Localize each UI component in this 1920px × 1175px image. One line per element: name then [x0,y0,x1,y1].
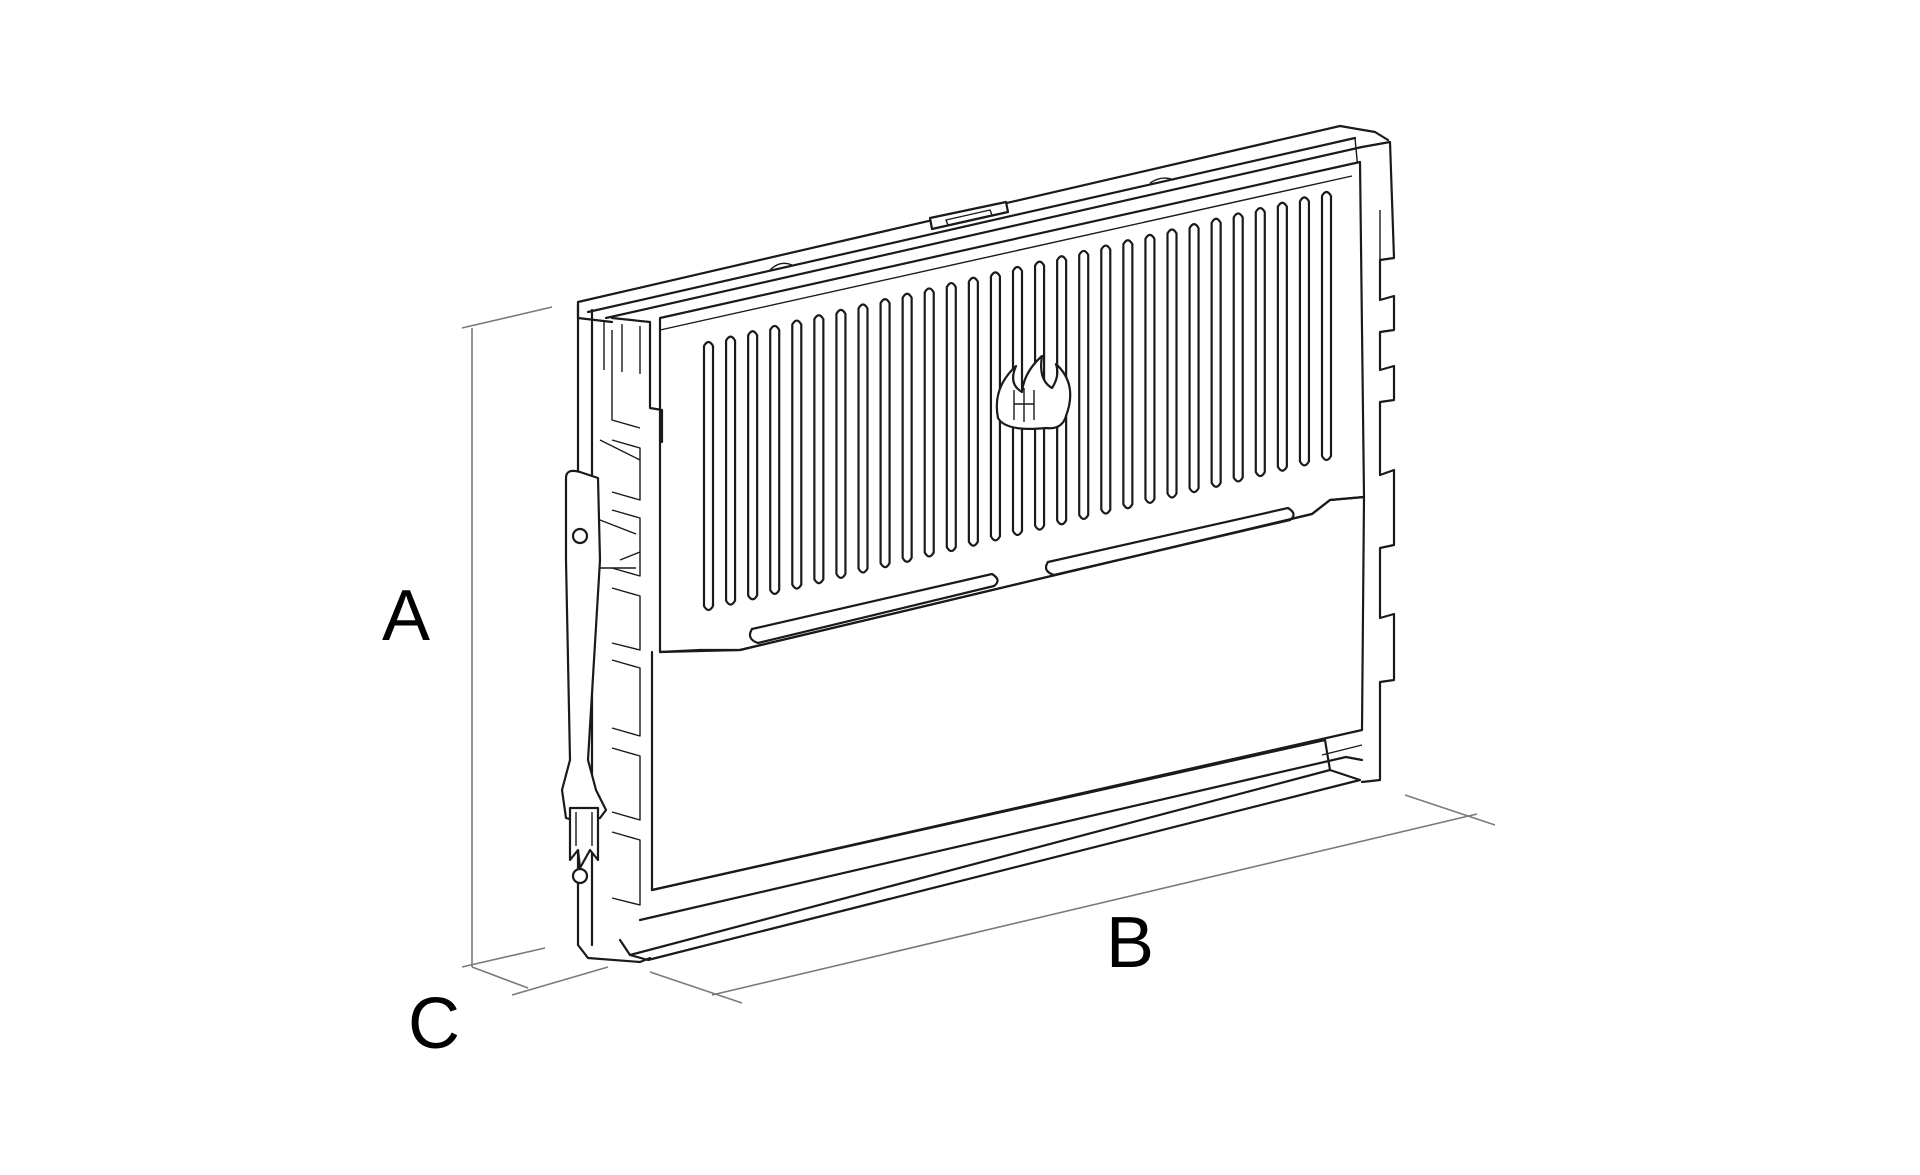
vent-slot [1100,244,1112,515]
vent-slot [1210,217,1222,488]
vent-slot [724,335,737,606]
dimension-c-line [471,966,529,989]
dimension-c-tick [511,966,609,996]
vent-slot [945,281,957,553]
vent-slot [989,271,1002,542]
vent-slot [791,319,803,590]
vent-slot [1298,196,1311,467]
dimension-a-bottom-tick [461,947,546,968]
vent-slot [923,287,935,558]
vent-slot [1188,223,1200,494]
dimension-b-left-tick [649,971,743,1004]
vent-slot [747,330,759,601]
dimension-lines [461,306,1496,1004]
vent-slot [1166,228,1178,499]
lower-body [650,495,1366,892]
lever-bottom-screw [571,867,589,885]
dimension-b-line [711,813,1478,996]
vent-slot [1254,206,1266,478]
bottom-slot-left [748,572,999,645]
vent-slot [769,324,781,596]
right-side-frame [1360,140,1396,784]
dimension-b-right-tick [1404,794,1496,826]
dimension-label-c: C [408,984,460,1064]
vent-slot [967,276,979,547]
vent-slot [1320,190,1333,462]
vent-slot [1144,233,1156,504]
flame-logo-icon [995,354,1072,430]
vent-slot [835,308,847,579]
lever-clip [568,806,600,870]
vent-slot [901,292,913,563]
vent-slot [813,314,825,585]
product-illustration [560,124,1396,964]
vent-slot [1078,249,1090,521]
dimension-a-top-tick [461,306,553,329]
vent-slot [1276,201,1288,472]
dimension-label-a: A [382,576,430,656]
lever-pivot-screw [571,527,589,545]
vent-slot [702,340,715,612]
vent-slot [1232,212,1244,483]
ventilation-slots [702,190,1333,612]
vent-slot [857,303,869,574]
dimension-label-b: B [1106,903,1154,983]
top-latch [928,200,1010,231]
locking-lever [560,469,608,885]
vent-slot [1122,239,1134,510]
vent-slot [879,298,891,569]
bottom-tray [618,738,1364,962]
